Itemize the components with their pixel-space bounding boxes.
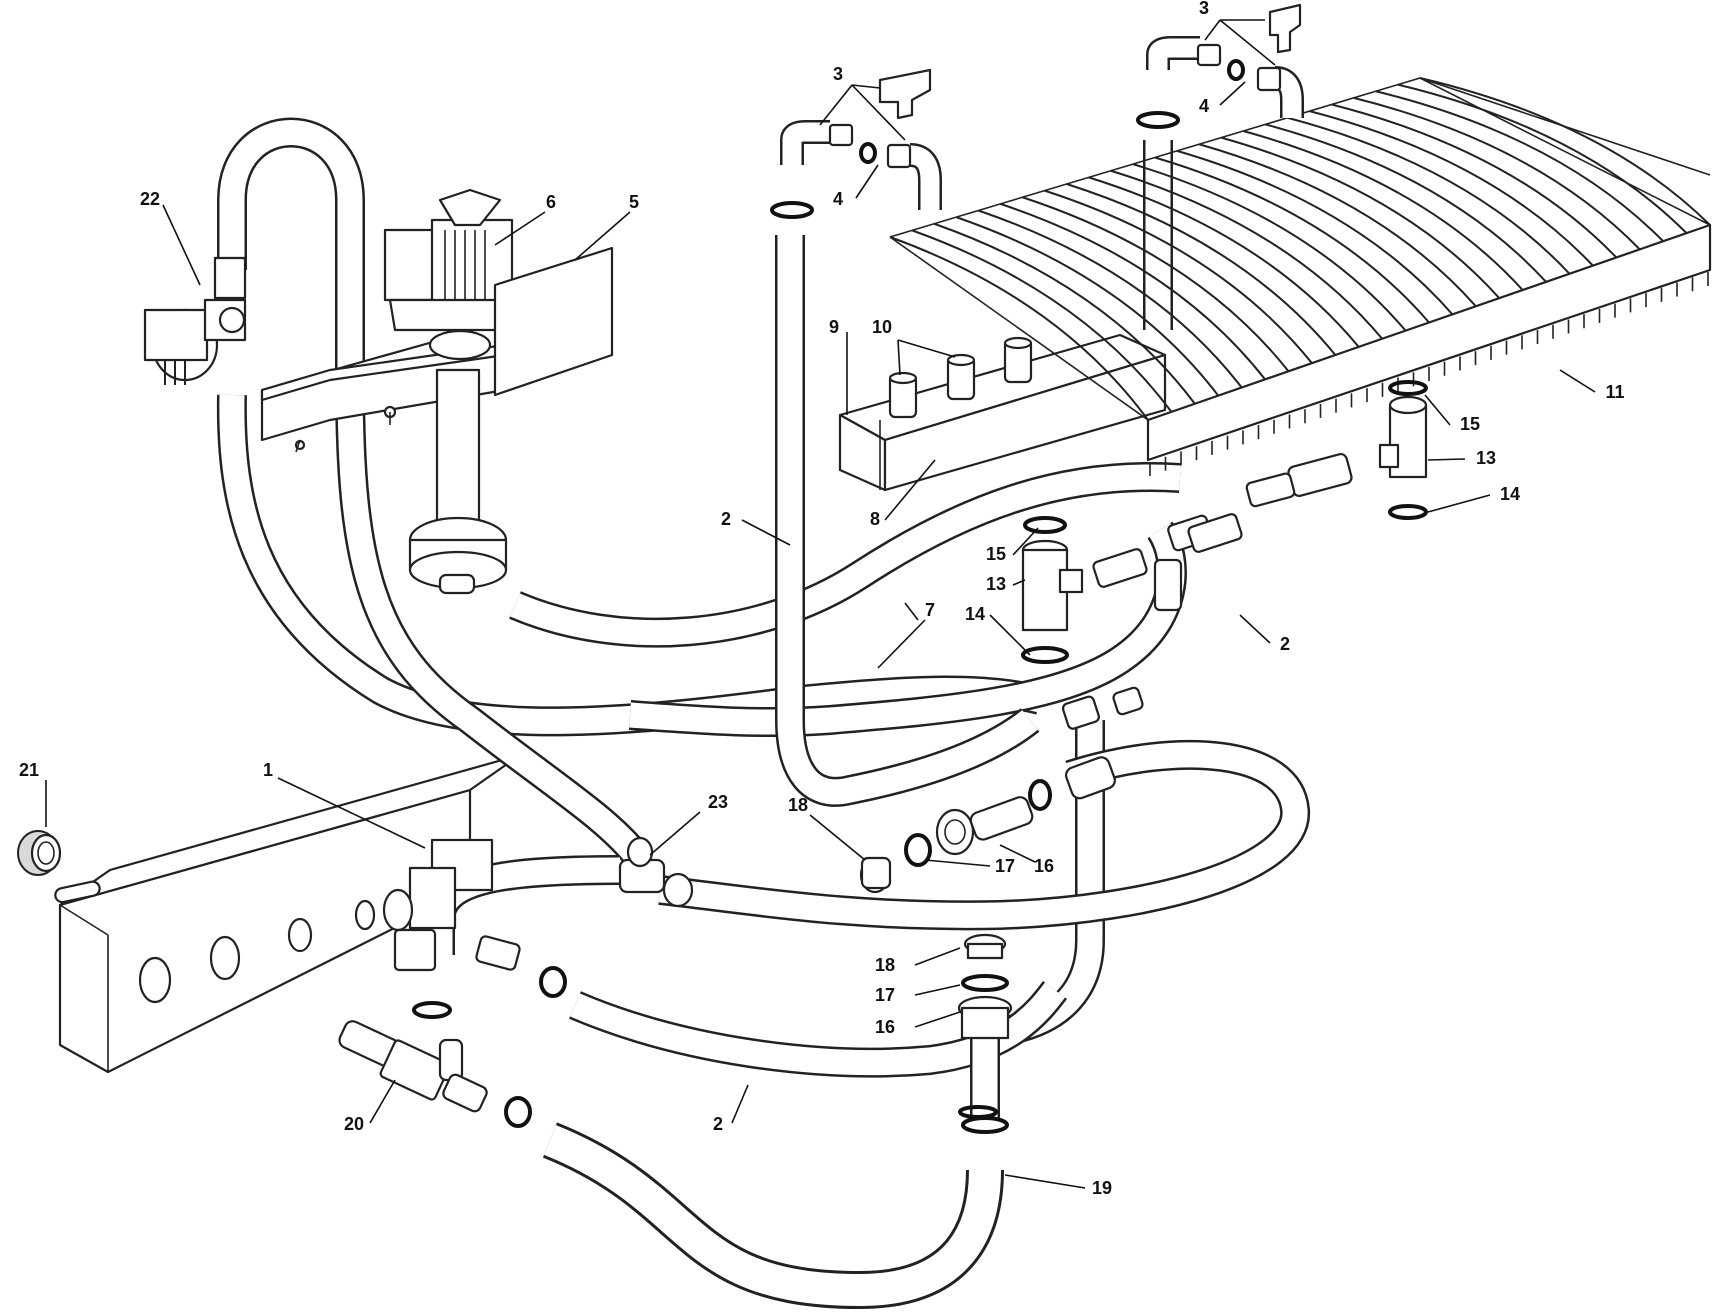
callout-13-right: 13	[1476, 448, 1496, 468]
grid-wire	[1022, 196, 1290, 372]
distributor-8	[838, 333, 1167, 492]
callout-17-lower: 17	[875, 985, 895, 1005]
grid-wire	[1220, 136, 1500, 299]
callout-4-right: 4	[1199, 96, 1209, 116]
grid-wire	[889, 236, 1149, 421]
callout-18-lower: 18	[875, 955, 895, 975]
callout-10: 10	[872, 317, 892, 337]
grid-wire	[1176, 149, 1454, 316]
grid-wire	[1331, 103, 1618, 259]
callout-labels: 22 6 5 3 4 3 4 9 10 11 15 13 14 8 2 15 1…	[19, 0, 1625, 1198]
grid-wire	[1066, 183, 1337, 356]
callout-2-right: 2	[1280, 634, 1290, 654]
grid-wire	[955, 216, 1220, 397]
callout-3-right: 3	[1199, 0, 1209, 18]
fittings-lower	[957, 933, 1013, 1134]
grid-wire	[1419, 77, 1711, 226]
inlet-valve-22	[143, 256, 247, 385]
ice-grid-11	[889, 77, 1712, 476]
cap-21	[17, 830, 62, 876]
grid-wire	[1110, 169, 1383, 340]
callout-5: 5	[629, 192, 639, 212]
callout-7: 7	[925, 600, 935, 620]
callout-1: 1	[263, 760, 273, 780]
callout-8: 8	[870, 509, 880, 529]
tee-fitting-20	[338, 1020, 532, 1128]
splash-plate-5	[493, 246, 614, 397]
callout-3-left: 3	[833, 64, 843, 84]
callout-11: 11	[1605, 382, 1624, 402]
grid-wire	[1088, 176, 1360, 348]
callout-16-lower: 16	[875, 1017, 895, 1037]
drain-valve-1	[382, 838, 567, 1019]
callout-2-lower: 2	[713, 1114, 723, 1134]
grid-wire	[1265, 123, 1547, 283]
tee-13-center	[1021, 513, 1243, 730]
callout-14-center: 14	[965, 604, 985, 624]
callout-14-right: 14	[1500, 484, 1520, 504]
callout-15-right: 15	[1460, 414, 1480, 434]
callout-23: 23	[708, 792, 728, 812]
callout-16-upper: 16	[1034, 856, 1054, 876]
callout-21: 21	[19, 760, 39, 780]
callout-6: 6	[546, 192, 556, 212]
nozzles-10	[888, 336, 1033, 419]
grid-wire	[933, 222, 1196, 405]
grid-wire	[1353, 96, 1641, 251]
base-rail	[54, 753, 522, 1074]
callout-2-upper: 2	[721, 509, 731, 529]
grid-wire	[1397, 83, 1688, 234]
leader-lines	[45, 19, 1596, 1189]
callout-22: 22	[140, 189, 160, 209]
callout-19: 19	[1092, 1178, 1112, 1198]
callout-15-center: 15	[986, 544, 1006, 564]
fittings-upper	[859, 756, 1116, 894]
callout-13-center: 13	[986, 574, 1006, 594]
grid-wire	[1198, 143, 1477, 307]
grid-wire	[1243, 130, 1524, 291]
grid-wire	[1132, 163, 1407, 332]
grid-wire	[1375, 90, 1664, 242]
grid-wire	[1044, 189, 1313, 364]
pump-motor-6	[383, 188, 514, 361]
grid-wire	[1154, 156, 1430, 324]
pump-column	[408, 368, 508, 595]
callout-18-upper: 18	[788, 795, 808, 815]
grid-wire	[1309, 110, 1594, 267]
callout-9: 9	[829, 317, 839, 337]
grid-wire	[911, 229, 1173, 413]
grid-wire	[1000, 202, 1266, 380]
grid-wire	[1287, 116, 1571, 275]
callout-4-left: 4	[833, 189, 843, 209]
elbow-left-3	[770, 68, 942, 219]
tee-13-right	[1245, 380, 1428, 520]
callout-17-upper: 17	[995, 856, 1015, 876]
grid-wire	[978, 209, 1243, 389]
junction-23	[618, 836, 694, 908]
elbow-right-3	[1136, 3, 1304, 129]
callout-20: 20	[344, 1114, 364, 1134]
